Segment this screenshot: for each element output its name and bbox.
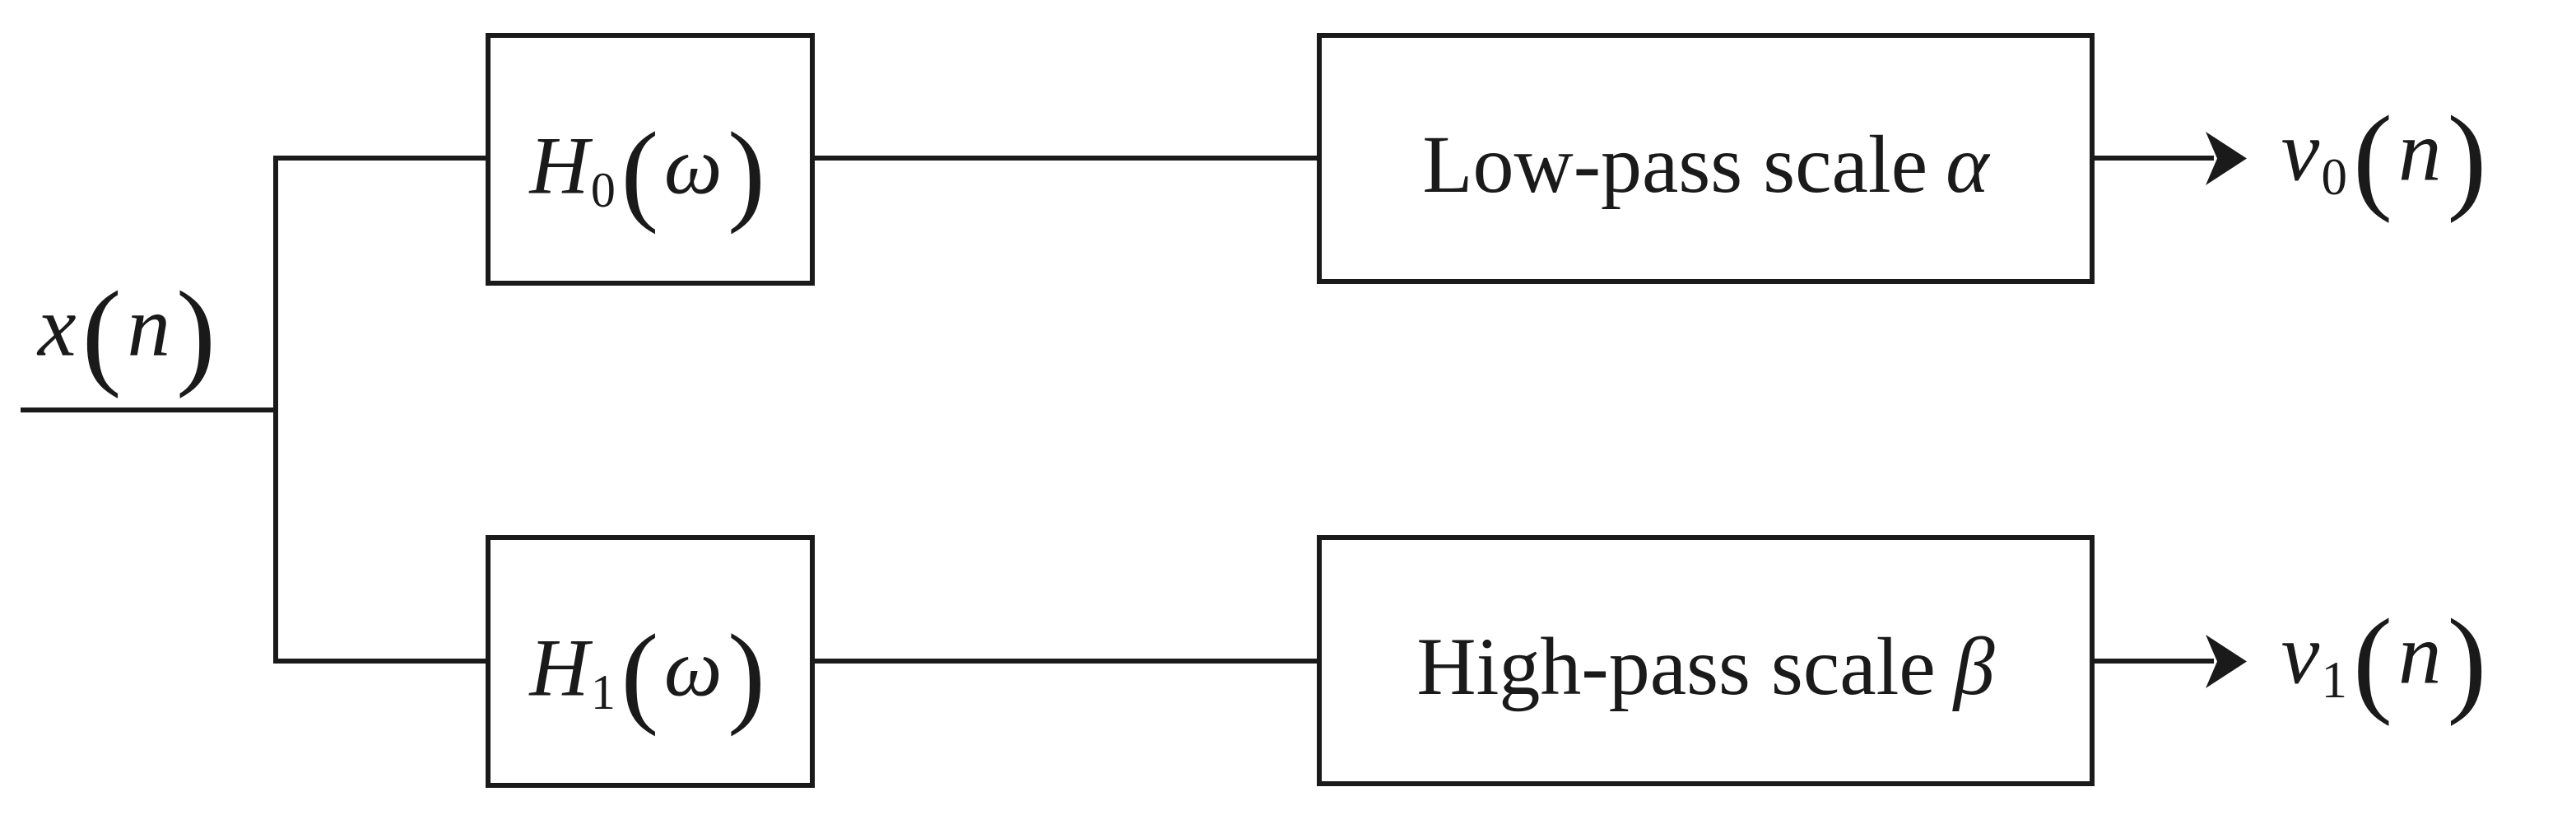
output-v1-arg: n bbox=[2397, 605, 2443, 702]
input-arg: n bbox=[127, 277, 172, 375]
highpass-scale-text: High-pass scale bbox=[1416, 621, 1936, 712]
filter-h0-box: H0(ω) bbox=[486, 33, 815, 286]
close-paren: ) bbox=[2447, 92, 2488, 224]
output-v0-subscript: 0 bbox=[2321, 147, 2349, 206]
input-signal-math: x(n) bbox=[38, 265, 221, 402]
open-paren: ( bbox=[2352, 595, 2394, 727]
arrowhead-top-icon bbox=[2206, 132, 2247, 185]
output-v1-label: v1(n) bbox=[2271, 583, 2502, 739]
filter-h1-box: H1(ω) bbox=[486, 535, 815, 788]
filter-h1-var: H bbox=[529, 622, 590, 714]
filter-h0-subscript: 0 bbox=[590, 163, 616, 218]
input-signal-label: x(n) bbox=[12, 259, 247, 408]
open-paren: ( bbox=[81, 268, 123, 399]
open-paren: ( bbox=[621, 611, 660, 737]
close-paren: ) bbox=[728, 109, 766, 235]
output-v0-math: v0(n) bbox=[2281, 90, 2493, 226]
beta-symbol: β bbox=[1953, 621, 1995, 712]
input-var: x bbox=[38, 277, 77, 375]
output-v0-var: v bbox=[2281, 102, 2321, 199]
filter-h1-label: H1(ω) bbox=[529, 608, 770, 739]
filter-h0-arg: ω bbox=[663, 119, 723, 212]
filter-h1-arg: ω bbox=[663, 622, 723, 714]
close-paren: ) bbox=[175, 268, 217, 399]
output-v1-subscript: 1 bbox=[2321, 650, 2349, 709]
filter-h0-var: H bbox=[529, 119, 590, 212]
close-paren: ) bbox=[2447, 595, 2488, 727]
output-v0-arg: n bbox=[2397, 102, 2443, 199]
open-paren: ( bbox=[2352, 92, 2394, 224]
filter-h0-label: H0(ω) bbox=[529, 106, 770, 237]
lowpass-scale-text: Low-pass scale bbox=[1422, 119, 1928, 210]
alpha-symbol: α bbox=[1946, 119, 1989, 210]
output-v1-math: v1(n) bbox=[2281, 593, 2493, 729]
output-v1-var: v bbox=[2281, 605, 2321, 702]
output-v0-label: v0(n) bbox=[2271, 80, 2502, 236]
close-paren: ) bbox=[728, 611, 766, 737]
filter-h1-subscript: 1 bbox=[590, 665, 616, 720]
arrowhead-bottom-icon bbox=[2206, 635, 2247, 688]
open-paren: ( bbox=[621, 109, 660, 235]
